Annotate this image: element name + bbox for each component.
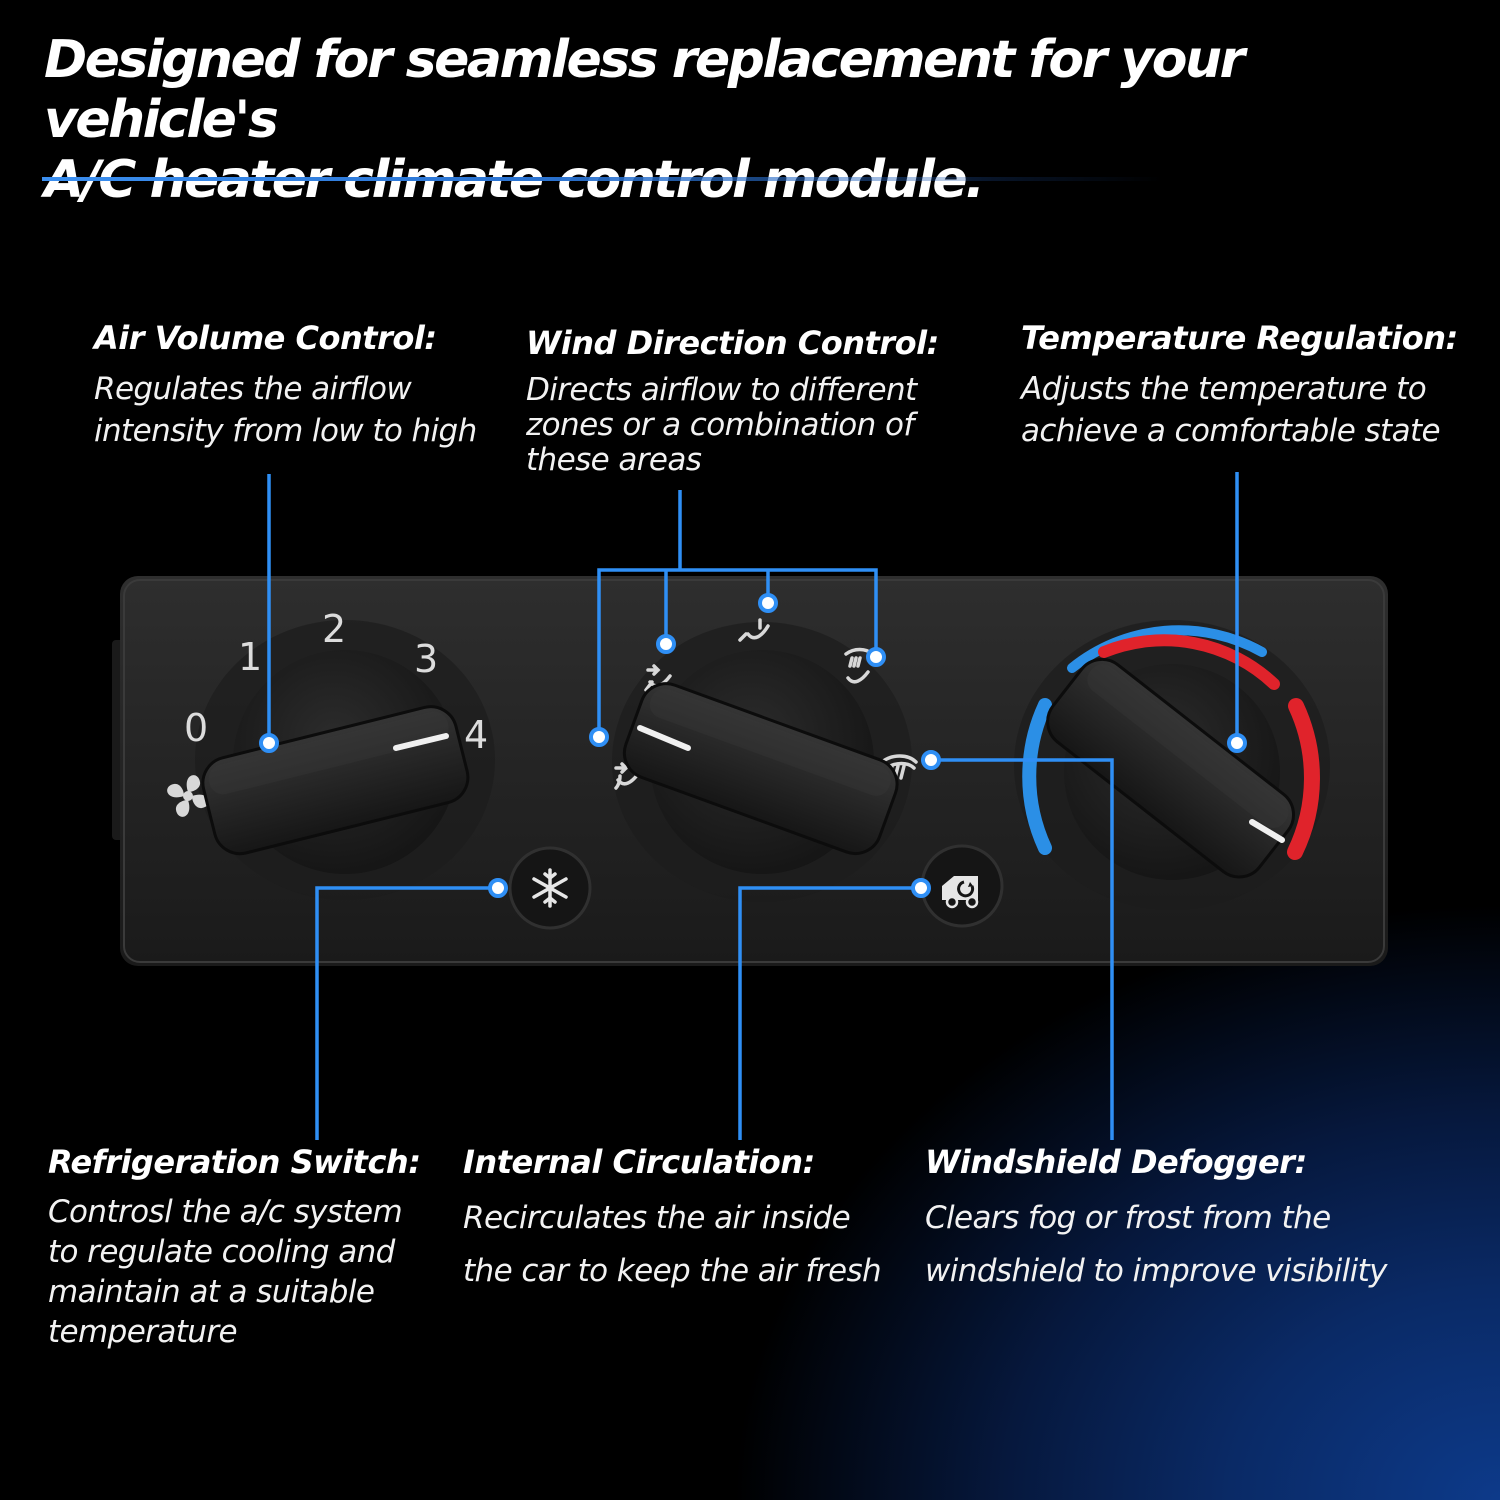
- fan-speed-knob[interactable]: [197, 650, 473, 874]
- callout-description: Controsl the a/c system to regulate cool…: [48, 1192, 421, 1352]
- fan-speed-1: 1: [238, 635, 262, 679]
- air-volume-dot: [259, 733, 279, 753]
- refrigeration-leader: [315, 886, 498, 1140]
- callout-title: Wind Direction Control:: [526, 324, 939, 362]
- callout-line: Adjusts the temperature to: [1021, 371, 1427, 407]
- fan-speed-3: 3: [414, 637, 438, 681]
- windshield-dot: [921, 750, 941, 770]
- fan-speed-2: 2: [322, 607, 346, 651]
- recirculation-icon: [942, 876, 979, 909]
- internal-circulation-leader: [738, 886, 921, 1140]
- callout-air-volume: Air Volume Control: Regulates the airflo…: [94, 318, 477, 452]
- floor-vent-dot: [758, 593, 778, 613]
- refrigeration-dot: [488, 878, 508, 898]
- wind-direction-knob[interactable]: [617, 650, 904, 874]
- callout-description: Regulates the airflow intensity from low…: [94, 368, 477, 452]
- bi-level-dot: [656, 634, 676, 654]
- fan-speed-4: 4: [464, 713, 488, 757]
- callout-line: to regulate cooling and: [48, 1234, 395, 1270]
- callout-title: Air Volume Control:: [94, 319, 437, 357]
- callout-windshield: Windshield Defogger: Clears fog or frost…: [925, 1142, 1388, 1298]
- callout-line: Recirculates the air inside: [463, 1200, 851, 1236]
- temperature-cold-arc: [1022, 698, 1052, 855]
- temperature-knob[interactable]: [1037, 649, 1304, 888]
- callout-line: achieve a comfortable state: [1021, 413, 1441, 449]
- callout-title: Refrigeration Switch:: [48, 1143, 421, 1181]
- face-vent-dot: [589, 727, 609, 747]
- windshield-leader: [931, 758, 1114, 1140]
- callout-temperature: Temperature Regulation: Adjusts the temp…: [1021, 318, 1458, 452]
- callout-refrigeration: Refrigeration Switch: Controsl the a/c s…: [48, 1142, 421, 1352]
- wind-direction-bracket: [597, 568, 878, 737]
- callout-line: windshield to improve visibility: [925, 1253, 1388, 1289]
- headline-line-1: Designed for seamless replacement for yo…: [44, 30, 1245, 150]
- snowflake-icon: [532, 868, 568, 908]
- callout-line: zones or a combination of: [526, 407, 914, 443]
- callout-description: Directs airflow to different zones or a …: [526, 373, 939, 478]
- callout-line: the car to keep the air fresh: [463, 1253, 882, 1289]
- callout-line: Clears fog or frost from the: [925, 1200, 1331, 1236]
- callout-description: Recirculates the air inside the car to k…: [463, 1192, 882, 1298]
- fan-speed-0: 0: [184, 706, 208, 750]
- callout-title: Windshield Defogger:: [925, 1143, 1307, 1181]
- floor-vent-icon: [738, 618, 770, 642]
- temperature-hot-arc-right: [1287, 698, 1320, 860]
- fan-icon: [167, 775, 209, 817]
- callout-line: Directs airflow to different: [526, 372, 917, 408]
- callout-line: Controsl the a/c system: [48, 1194, 403, 1230]
- internal-circulation-dot: [911, 878, 931, 898]
- callout-title: Temperature Regulation:: [1021, 319, 1458, 357]
- callout-internal-circulation: Internal Circulation: Recirculates the a…: [463, 1142, 882, 1298]
- leader-dots: [259, 593, 1247, 898]
- callout-line: intensity from low to high: [94, 413, 477, 449]
- recirculation-button[interactable]: [920, 844, 1004, 928]
- callout-line: these areas: [526, 442, 702, 478]
- callout-description: Clears fog or frost from the windshield …: [925, 1192, 1388, 1298]
- temperature-hot-arc: [1098, 634, 1280, 690]
- callout-description: Adjusts the temperature to achieve a com…: [1021, 368, 1458, 452]
- headline-divider: [42, 177, 1162, 181]
- callout-line: maintain at a suitable: [48, 1274, 375, 1310]
- callout-wind-direction: Wind Direction Control: Directs airflow …: [526, 323, 939, 478]
- callout-title: Internal Circulation:: [463, 1143, 815, 1181]
- temperature-dot: [1227, 733, 1247, 753]
- callout-line: temperature: [48, 1314, 238, 1350]
- floor-defrost-dot: [866, 647, 886, 667]
- fan-speed-scale: 0 1 2 3 4: [184, 607, 488, 757]
- ac-button[interactable]: [508, 846, 592, 930]
- callout-line: Regulates the airflow: [94, 371, 412, 407]
- leader-lines: [267, 472, 1239, 1140]
